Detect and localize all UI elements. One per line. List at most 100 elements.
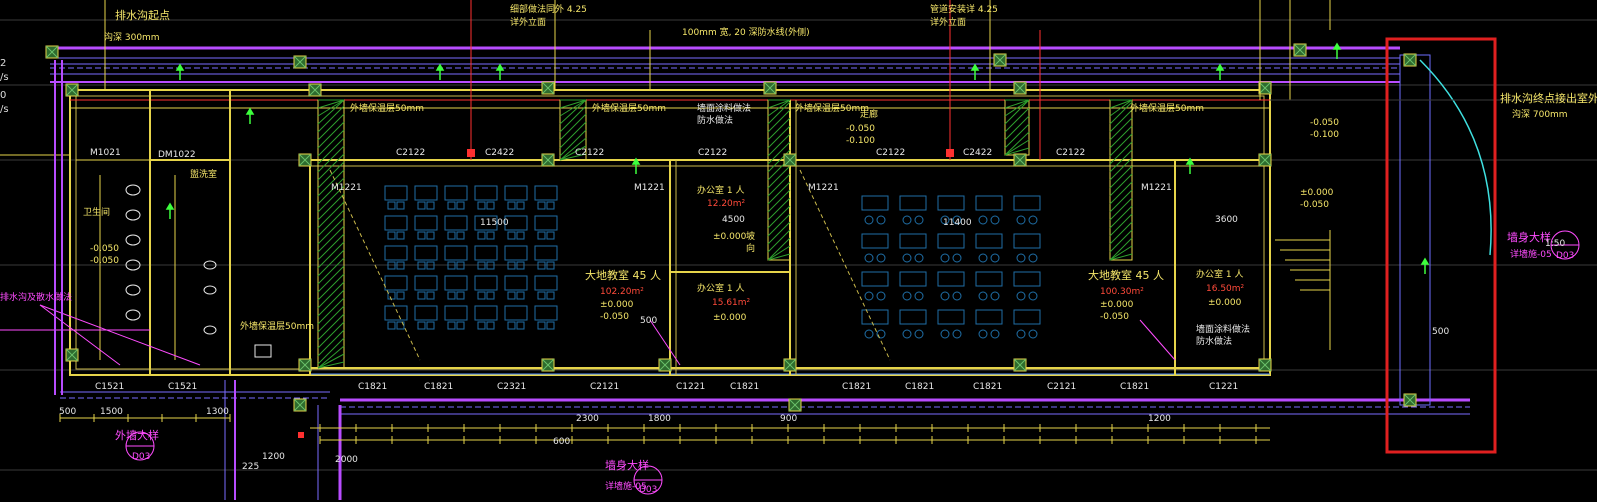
callout-right-label: 墙身大样 [1507,231,1551,244]
window-c1821-f[interactable]: C1821 [973,382,1003,392]
dim-1800: 1800 [648,414,671,424]
window-c1821-b[interactable]: C1821 [424,382,454,392]
room-classroom-right-elev: ±0.000 [1100,300,1134,310]
dim-4500: 4500 [722,215,745,225]
room-corridor: 走廊 [860,110,879,120]
label-dim-a: 细部做法同外 4.25 [510,5,587,15]
magenta-leaders [0,304,1176,366]
detail-callouts [125,230,1580,495]
exterior-stair [1275,230,1331,350]
direction-arrows [165,42,1430,274]
room-classroom-right: 大地教室 45 人 [1088,269,1164,282]
room-toilet-elev2: -0.050 [90,256,120,266]
desks-left-classroom [384,185,558,330]
label-ditch-depth: 沟深 300mm [104,33,160,43]
door-dm1022[interactable]: DM1022 [158,150,196,160]
door-m1221-d[interactable]: M1221 [1141,183,1172,193]
note-wall-left: 外墙保温层50mm [592,104,666,114]
note-drain-scatter: 排水沟及散水做法 [0,293,73,303]
callout-ref-bottom: D03 [639,485,658,495]
label-water-note: 100mm 宽, 20 深防水线(外侧) [682,28,810,38]
left-dim-1500: 1500 [100,407,123,417]
window-c1821-c[interactable]: C1821 [730,382,760,392]
window-c1821-g[interactable]: C1821 [1120,382,1150,392]
right-elev-4: -0.050 [1300,200,1330,210]
dim-600: 600 [553,437,571,447]
room-classroom-right-elev2: -0.050 [1100,312,1130,322]
note-wall-finish-right: 墙面涂料做法 [1196,325,1251,335]
drainage-ditch-bottom [60,380,1470,500]
room-office-2-area: 15.61m² [712,298,751,308]
callout-ref-right: D03 [1556,251,1575,261]
door-m1221-b[interactable]: M1221 [634,183,665,193]
left-drainage [54,60,63,395]
selection-highlight-box[interactable] [1385,37,1497,454]
dim-11500: 11500 [480,218,509,228]
window-c2122-b[interactable]: C2122 [575,148,605,158]
window-c2321[interactable]: C2321 [497,382,527,392]
window-c2422-a[interactable]: C2422 [485,148,515,158]
label-dim-d: 详外立面 [930,18,967,28]
callout-bottom-label: 墙身大样 [605,459,649,472]
room-corridor-elev: -0.050 [846,124,876,134]
window-c1821-a[interactable]: C1821 [358,382,388,392]
right-scale: 1:50 [1545,239,1566,249]
red-reference-lines [470,0,1041,160]
note-waterproof-right: 防水做法 [1196,337,1233,347]
room-classroom-left-area: 102.20m² [600,287,644,297]
window-c1821-e[interactable]: C1821 [905,382,935,392]
left-dim-1300: 1300 [206,407,229,417]
room-classroom-right-area: 100.30m² [1100,287,1144,297]
note-waterproof: 防水做法 [697,116,734,126]
window-c2122-a[interactable]: C2122 [396,148,426,158]
label-dim-c: 详外立面 [510,18,547,28]
window-c1821-d[interactable]: C1821 [842,382,872,392]
window-c1521-a[interactable]: C1521 [95,382,125,392]
left-dim-500: 500 [59,407,77,417]
door-swing-arc [1419,59,1492,256]
window-c2122-e[interactable]: C2122 [1056,148,1086,158]
window-c2122-d[interactable]: C2122 [876,148,906,158]
column-heads [45,43,1417,412]
door-m1221-a[interactable]: M1221 [331,183,362,193]
window-c1221[interactable]: C1221 [676,382,706,392]
right-dim-500: 500 [1432,327,1450,337]
edge-readout-2: /s [0,72,9,83]
desks-right-classroom [861,195,1041,339]
window-c1221-b[interactable]: C1221 [1209,382,1239,392]
window-c2422-b[interactable]: C2422 [963,148,993,158]
note-wall-right: 外墙保温层50mm [1130,104,1204,114]
window-c1521-b[interactable]: C1521 [168,382,198,392]
room-office-3-area: 16.50m² [1206,284,1245,294]
door-m1021[interactable]: M1021 [90,148,121,158]
dim-3600: 3600 [1215,215,1238,225]
callout-wall-detail-left: 外墙大样 [115,429,159,442]
dim-1200: 1200 [1148,414,1171,424]
room-office-3: 办公室 1 人 [1196,270,1244,280]
note-wall-mid: 外墙保温层50mm [795,104,869,114]
room-classroom-left-elev2: -0.050 [600,312,630,322]
window-c2121-b[interactable]: C2121 [1047,382,1077,392]
left-dim-1200: 1200 [262,452,285,462]
note-wall-b: 外墙保温层50mm [240,322,314,332]
room-classroom-left: 大地教室 45 人 [585,269,661,282]
dim-500: 500 [640,316,658,326]
door-m1221-c[interactable]: M1221 [808,183,839,193]
edge-readout-1: 2 [0,58,7,69]
label-drain-start: 排水沟起点 [115,9,170,22]
note-wall-finish: 墙面涂料做法 [697,104,752,114]
window-c2122-c[interactable]: C2122 [698,148,728,158]
room-slope: 坡 [746,232,756,242]
room-corridor-elev2: -0.100 [846,136,876,146]
room-washroom: 盥洗室 [190,170,218,180]
window-c2121[interactable]: C2121 [590,382,620,392]
edge-readout-3: 0 [0,90,7,101]
label-dim-b: 管道安装详 4.25 [930,5,998,15]
leader-lines [0,0,1331,156]
note-drain-end: 排水沟终点接出室外 [1500,92,1597,105]
edge-readout-4: /s [0,104,9,115]
room-finish: 向 [746,244,756,254]
toilet-fixtures [125,184,272,358]
drainage-ditch-top [50,46,1400,83]
